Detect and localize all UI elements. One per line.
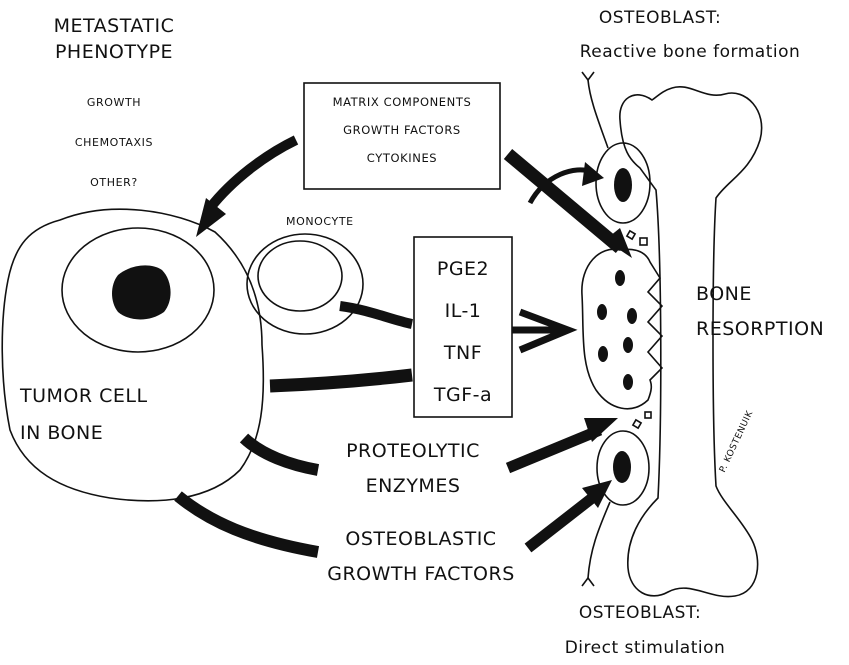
metastatic-item-chemotaxis: CHEMOTAXIS — [64, 136, 164, 149]
arrow-proteolytic-to-bone — [508, 430, 600, 468]
crystal — [645, 412, 651, 418]
arrowhead-osteoblast — [582, 162, 604, 186]
arrow-osteoblastic-to-osteoblast — [528, 495, 596, 548]
osteoblast-top-title: OSTEOBLAST: — [560, 8, 760, 28]
arrowhead-to-tumor — [196, 198, 226, 237]
osteoblast-bottom-nucleus — [613, 451, 631, 483]
metastatic-title: METASTATIC PHENOTYPE — [14, 15, 214, 63]
bone-box-item-matrix: MATRIX COMPONENTS — [304, 89, 500, 115]
arrow-box-to-osteoclast — [508, 154, 620, 248]
bone-box-item-cytokines: CYTOKINES — [304, 145, 500, 171]
monocyte-label: MONOCYTE — [286, 215, 354, 228]
osteoblastic-gf-line2: GROWTH FACTORS — [296, 563, 546, 585]
osteoblast-bottom-antenna — [582, 578, 594, 586]
mediator-tgfa: TGF-a — [414, 374, 512, 417]
osteoblast-top-process — [588, 80, 608, 148]
mediator-il1: IL-1 — [414, 290, 512, 333]
osteoblastic-gf-line1: OSTEOBLASTIC — [306, 528, 536, 550]
osteoclast-nucleus — [598, 346, 608, 362]
bone-resorption-line2: RESORPTION — [696, 318, 824, 340]
osteoblast-bottom-subtitle: Direct stimulation — [520, 638, 770, 658]
osteoclast-nucleus — [597, 304, 607, 320]
osteoblast-top-nucleus — [614, 168, 632, 202]
bone-shape — [620, 87, 762, 597]
tumor-cell-outline — [2, 209, 263, 501]
bar-tumor-to-osteoblastic — [178, 496, 318, 552]
osteoblast-top-antenna — [582, 72, 594, 80]
mediator-pge2: PGE2 — [414, 248, 512, 291]
osteoclast-nucleus — [623, 374, 633, 390]
bar-tumor-to-mediators — [270, 375, 412, 386]
monocyte-inner — [258, 241, 342, 311]
metastatic-item-other: OTHER? — [64, 176, 164, 189]
crystal — [627, 231, 635, 239]
tumor-cell-label-line2: IN BONE — [20, 422, 103, 444]
arrow-mediators-to-osteoclast — [512, 312, 568, 350]
tumor-cell-label-line1: TUMOR CELL — [20, 385, 148, 407]
metastatic-title-line2: PHENOTYPE — [14, 41, 214, 63]
arrow-curve-to-tumor — [210, 140, 296, 208]
osteoclast-nucleus — [615, 270, 625, 286]
osteoclast-nucleus — [627, 308, 637, 324]
osteoblast-bottom-process — [588, 502, 610, 578]
osteoblast-bottom-title: OSTEOBLAST: — [540, 603, 740, 623]
bar-tumor-to-proteolytic — [244, 438, 318, 470]
mediator-tnf: TNF — [414, 332, 512, 375]
crystal — [633, 420, 641, 428]
monocyte-outer — [247, 234, 363, 334]
proteolytic-line1: PROTEOLYTIC — [318, 440, 508, 462]
metastatic-item-growth: GROWTH — [64, 96, 164, 109]
bone-resorption-line1: BONE — [696, 283, 752, 305]
metastatic-title-line1: METASTATIC — [14, 15, 214, 37]
osteoclast-nucleus — [623, 337, 633, 353]
osteoblast-top-subtitle: Reactive bone formation — [540, 42, 840, 62]
crystal — [640, 238, 647, 245]
tumor-cell-nucleus — [112, 265, 171, 319]
bone-box-item-growth: GROWTH FACTORS — [304, 117, 500, 143]
proteolytic-line2: ENZYMES — [318, 475, 508, 497]
